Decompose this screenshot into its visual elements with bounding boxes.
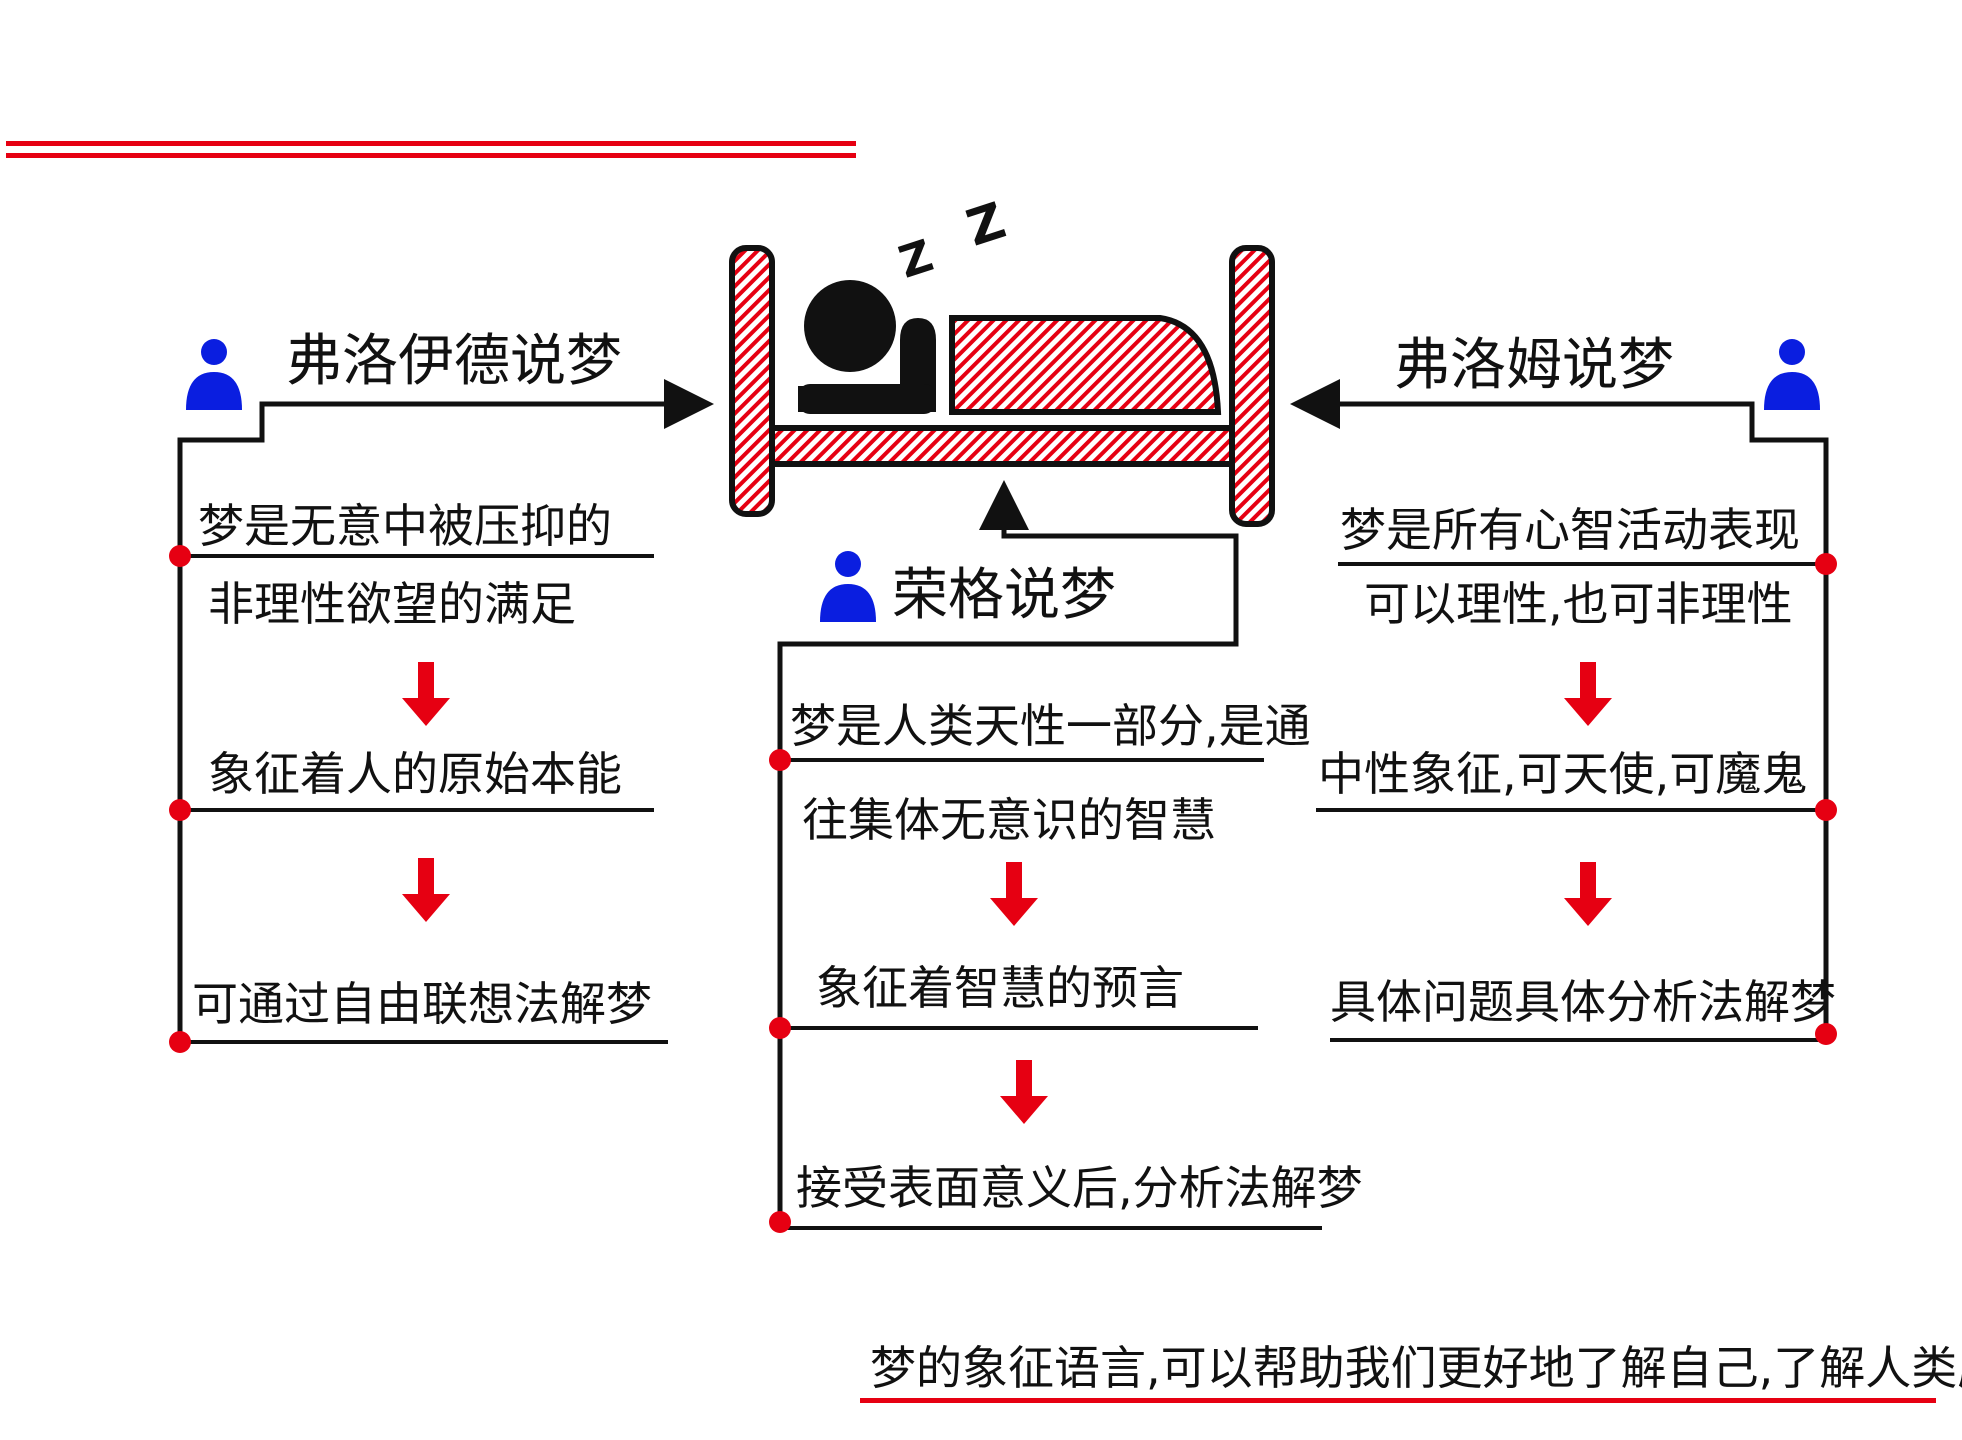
jung-branch: 荣格说梦 梦是人类天性一部分,是通 往集体无意识的智慧 象征着智慧的预言 接受表…: [769, 480, 1363, 1233]
freud-title: 弗洛伊德说梦: [286, 329, 622, 394]
freud-branch: 弗洛伊德说梦 梦是无意中被压抑的 非理性欲望的满足 象征着人的原始本能 可通过自…: [169, 329, 714, 1053]
freud-item-1-line-2: 非理性欲望的满足: [208, 577, 576, 631]
jung-title: 荣格说梦: [892, 563, 1116, 628]
freud-item-2: 象征着人的原始本能: [208, 747, 622, 801]
summary: 梦的象征语言,可以帮助我们更好地了解自己,了解人类历史。: [860, 1341, 1962, 1403]
red-down-arrow: [402, 662, 450, 726]
red-down-arrow: [402, 858, 450, 922]
jung-item-2: 象征着智慧的预言: [816, 961, 1184, 1015]
fromm-item-2: 中性象征,可天使,可魔鬼: [1318, 747, 1807, 801]
fromm-title: 弗洛姆说梦: [1394, 333, 1674, 398]
bullet-dot: [1815, 553, 1837, 575]
bullet-dot: [169, 799, 191, 821]
red-down-arrow: [990, 862, 1038, 926]
jung-item-3: 接受表面意义后,分析法解梦: [796, 1161, 1363, 1215]
bullet-dot: [169, 545, 191, 567]
red-down-arrow: [1564, 862, 1612, 926]
bullet-dot: [769, 1017, 791, 1039]
fromm-branch: 弗洛姆说梦 梦是所有心智活动表现 可以理性,也可非理性 中性象征,可天使,可魔鬼…: [1290, 333, 1837, 1045]
fromm-item-1-line-2: 可以理性,也可非理性: [1364, 577, 1793, 631]
red-down-arrow: [1000, 1060, 1048, 1124]
bullet-dot: [169, 1031, 191, 1053]
fromm-item-1-line-1: 梦是所有心智活动表现: [1340, 503, 1800, 557]
jung-item-1-line-2: 往集体无意识的智慧: [802, 793, 1216, 847]
zzz-large: Z: [960, 191, 1012, 257]
person-icon: [1764, 339, 1820, 410]
person-icon: [820, 551, 876, 622]
top-double-rule: [6, 141, 856, 158]
bullet-dot: [1815, 1023, 1837, 1045]
fromm-item-3: 具体问题具体分析法解梦: [1330, 975, 1836, 1029]
red-down-arrow: [1564, 662, 1612, 726]
summary-text: 梦的象征语言,可以帮助我们更好地了解自己,了解人类历史。: [870, 1341, 1962, 1395]
person-icon: [186, 339, 242, 410]
freud-item-3: 可通过自由联想法解梦: [192, 977, 652, 1031]
zzz-small: Z: [893, 230, 939, 288]
jung-item-1-line-1: 梦是人类天性一部分,是通: [790, 699, 1311, 753]
freud-item-1-line-1: 梦是无意中被压抑的: [198, 499, 612, 553]
bullet-dot: [769, 1211, 791, 1233]
bullet-dot: [769, 749, 791, 771]
bullet-dot: [1815, 799, 1837, 821]
sleeping-bed-icon: Z Z: [729, 191, 1275, 527]
